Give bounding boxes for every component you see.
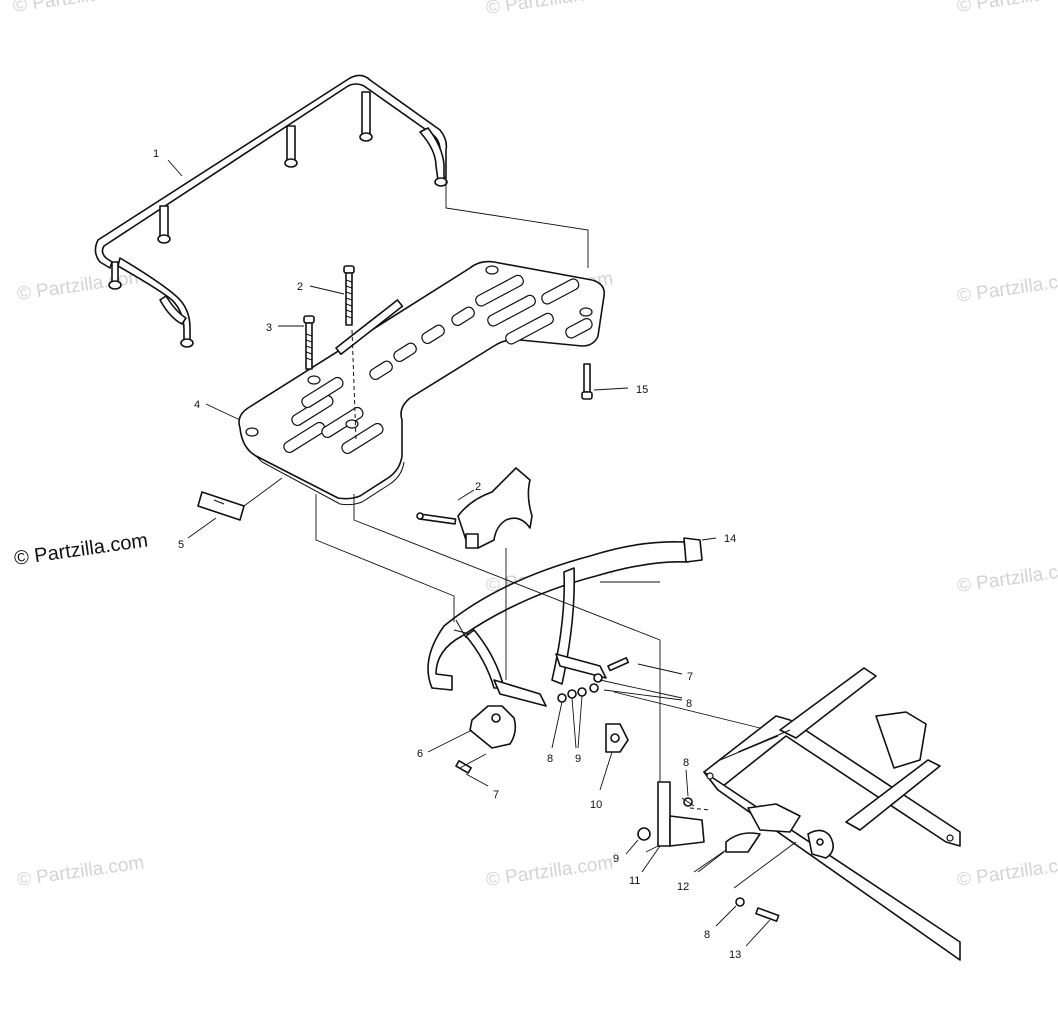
mount-brackets bbox=[455, 653, 630, 774]
callout-4: 4 bbox=[194, 399, 200, 411]
leader-lines bbox=[315, 180, 797, 889]
callout-1: 1 bbox=[153, 148, 159, 160]
callout-13: 13 bbox=[729, 949, 741, 961]
callout-15: 15 bbox=[636, 384, 648, 396]
watermark: © Partzilla.com bbox=[956, 852, 1058, 891]
callout-7b: 7 bbox=[493, 789, 499, 801]
callout-11: 11 bbox=[629, 875, 640, 887]
watermark: © Partzilla.com bbox=[956, 268, 1058, 307]
decal bbox=[197, 491, 245, 521]
watermark: © Partzilla.com bbox=[956, 0, 1058, 17]
watermark: © Partzilla.com bbox=[16, 266, 146, 305]
callout-10: 10 bbox=[590, 799, 602, 811]
watermark: © Partzilla.com bbox=[12, 0, 142, 17]
callout-3: 3 bbox=[266, 322, 272, 334]
callout-8: 8 bbox=[686, 698, 692, 710]
callout-2: 2 bbox=[297, 281, 303, 293]
callout-6: 6 bbox=[417, 748, 423, 760]
frame bbox=[703, 667, 961, 961]
upper-bracket bbox=[416, 467, 533, 549]
rack-rail bbox=[94, 74, 448, 348]
callout-14: 14 bbox=[724, 533, 736, 545]
hitch-parts bbox=[637, 781, 780, 922]
callout-9: 9 bbox=[575, 753, 581, 765]
watermark: © Partzilla.com bbox=[485, 852, 615, 891]
callout-8d: 8 bbox=[704, 929, 710, 941]
callout-2b: 2 bbox=[475, 481, 481, 493]
callout-9b: 9 bbox=[613, 853, 619, 865]
callout-8b: 8 bbox=[547, 753, 553, 765]
bolts-upper bbox=[303, 265, 593, 441]
callout-5: 5 bbox=[178, 539, 184, 551]
watermark: © Partzilla.com bbox=[16, 852, 146, 891]
watermark: © Partzilla.com bbox=[956, 558, 1058, 597]
callout-12: 12 bbox=[677, 881, 689, 893]
callout-8c: 8 bbox=[683, 757, 689, 769]
watermark: © Partzilla.com bbox=[485, 0, 615, 19]
callouts: 1 2 3 4 5 2 14 7 8 6 8 9 7 10 8 9 bbox=[153, 148, 771, 961]
callout-7: 7 bbox=[687, 671, 693, 683]
rack-platform bbox=[238, 260, 606, 506]
